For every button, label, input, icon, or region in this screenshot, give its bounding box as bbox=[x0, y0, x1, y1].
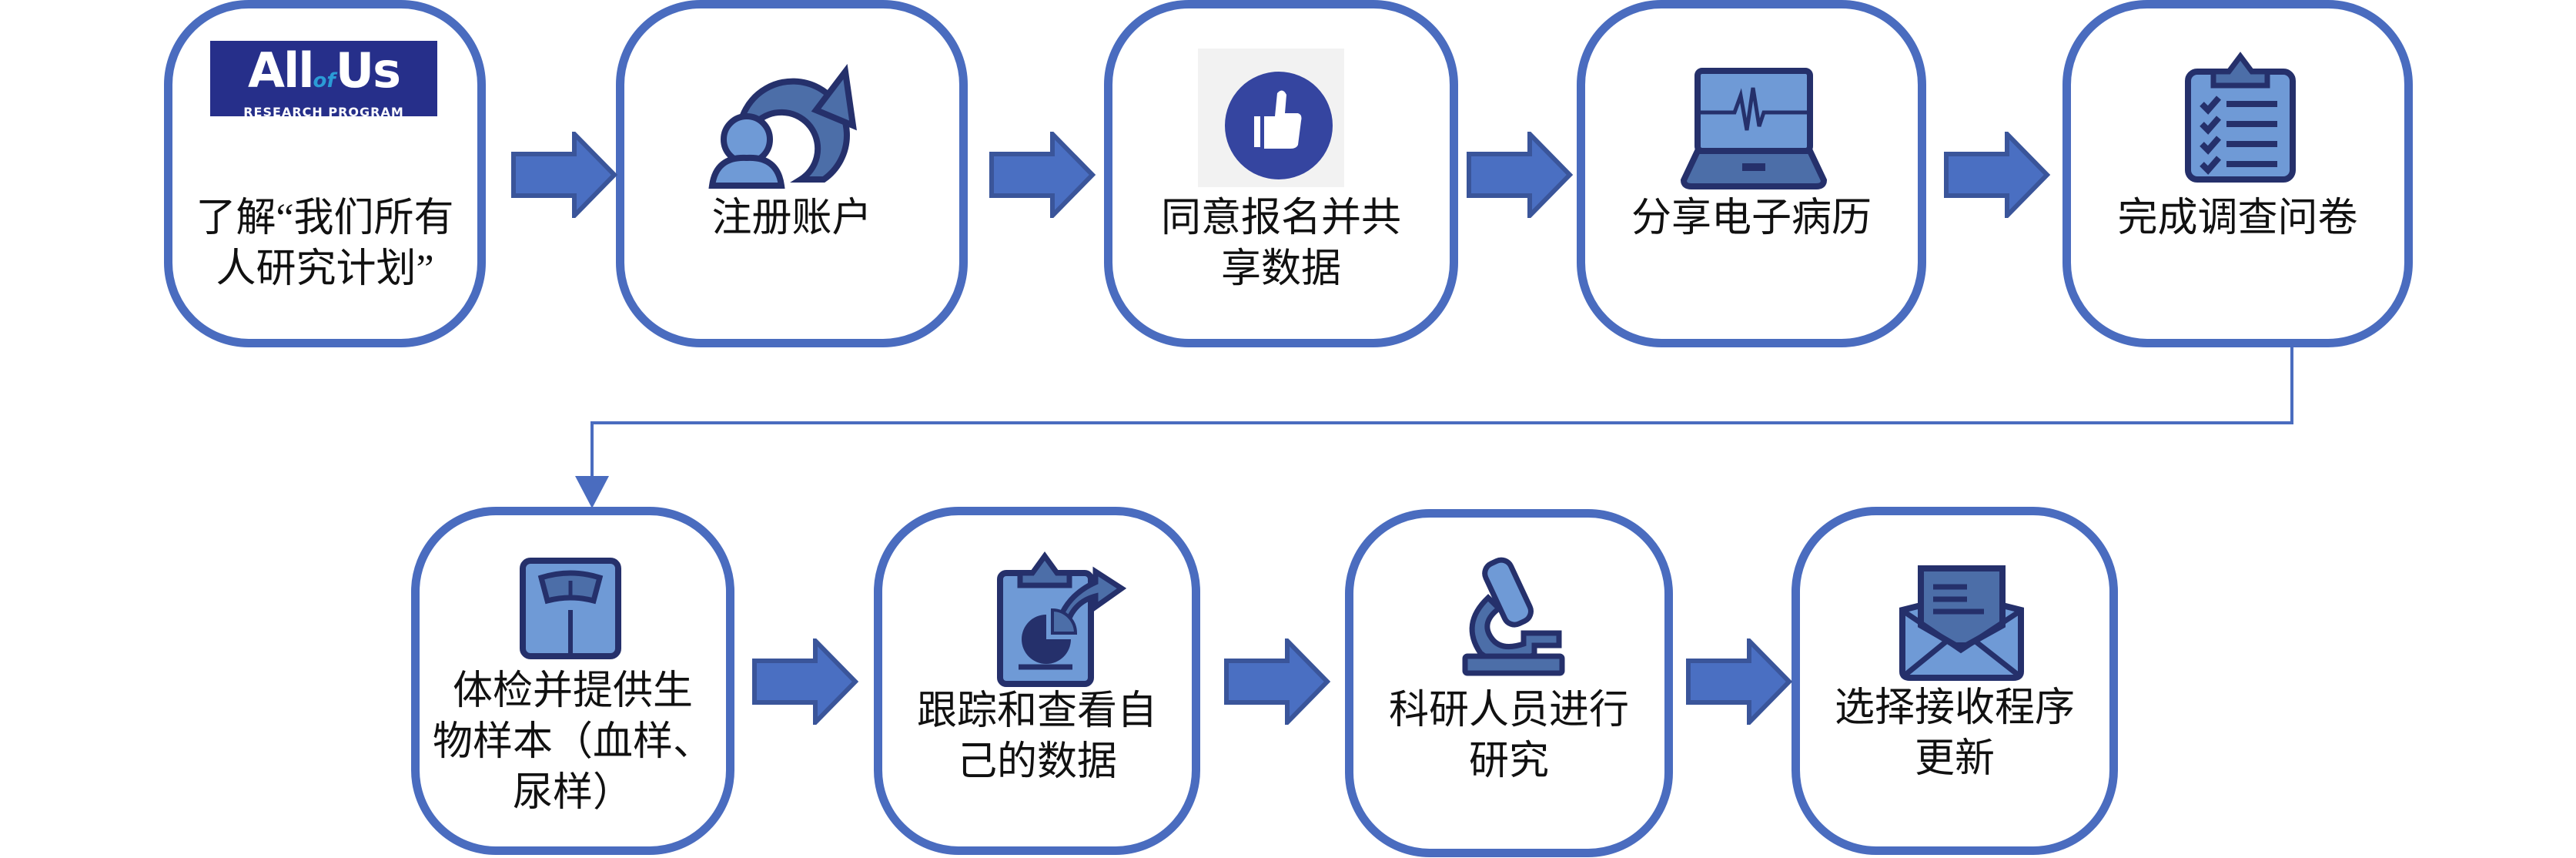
step-label: 科研人员进行 研究 bbox=[1388, 689, 1629, 783]
arrow-step7-to-step8 bbox=[1224, 638, 1331, 725]
arrow-step2-to-step3 bbox=[989, 132, 1096, 218]
step-6-physical-exam-biosamples: 体检并提供生 物样本（血样、 尿样） bbox=[411, 507, 734, 855]
step-7-track-view-data: 跟踪和查看自 己的数据 bbox=[874, 507, 1200, 855]
arrow-step1-to-step2 bbox=[511, 132, 618, 218]
step-label: 注册账户 bbox=[711, 196, 872, 240]
step-4-share-ehr: 分享电子病历 bbox=[1577, 0, 1926, 347]
step-label: 分享电子病历 bbox=[1631, 196, 1872, 240]
step-label: 选择接收程序 更新 bbox=[1834, 686, 2075, 781]
arrow-step3-to-step4 bbox=[1467, 132, 1574, 218]
arrow-step6-to-step7 bbox=[752, 638, 859, 725]
step-label: 同意报名并共 享数据 bbox=[1160, 196, 1401, 291]
step-5-complete-survey: 完成调查问卷 bbox=[2062, 0, 2413, 347]
weighing-scale-icon bbox=[520, 558, 621, 659]
step-1-learn-program: AllofUs RESEARCH PROGRAM 了解“我们所有 人研究计划” bbox=[164, 0, 486, 347]
logo-subtitle: RESEARCH PROGRAM bbox=[243, 105, 404, 119]
open-envelope-icon bbox=[1898, 564, 2025, 681]
all-of-us-logo: AllofUs RESEARCH PROGRAM bbox=[210, 41, 437, 119]
logo-text-us: Us bbox=[335, 42, 401, 99]
connector-arrowhead bbox=[575, 476, 609, 508]
connector-line bbox=[590, 347, 2293, 479]
clipboard-chart-share-icon bbox=[995, 550, 1126, 689]
checklist-clipboard-icon bbox=[2179, 49, 2302, 183]
thumbs-up-icon bbox=[1198, 49, 1344, 187]
microscope-icon bbox=[1457, 555, 1573, 678]
user-refresh-icon bbox=[708, 64, 862, 191]
step-9-opt-in-updates: 选择接收程序 更新 bbox=[1791, 507, 2118, 855]
laptop-ekg-icon bbox=[1681, 65, 1827, 189]
step-label: 了解“我们所有 人研究计划” bbox=[196, 196, 454, 291]
step-2-register-account: 注册账户 bbox=[616, 0, 968, 347]
step-label: 跟踪和查看自 己的数据 bbox=[916, 689, 1157, 784]
step-label: 体检并提供生 物样本（血样、 尿样） bbox=[432, 669, 713, 815]
arrow-step8-to-step9 bbox=[1686, 638, 1793, 725]
arrow-step4-to-step5 bbox=[1944, 132, 2051, 218]
logo-text-of: of bbox=[313, 69, 336, 92]
logo-text-all: All bbox=[248, 42, 314, 99]
step-3-consent-share-data: 同意报名并共 享数据 bbox=[1104, 0, 1458, 347]
step-8-researchers-study: 科研人员进行 研究 bbox=[1345, 509, 1673, 857]
step-label: 完成调查问卷 bbox=[2117, 196, 2358, 240]
